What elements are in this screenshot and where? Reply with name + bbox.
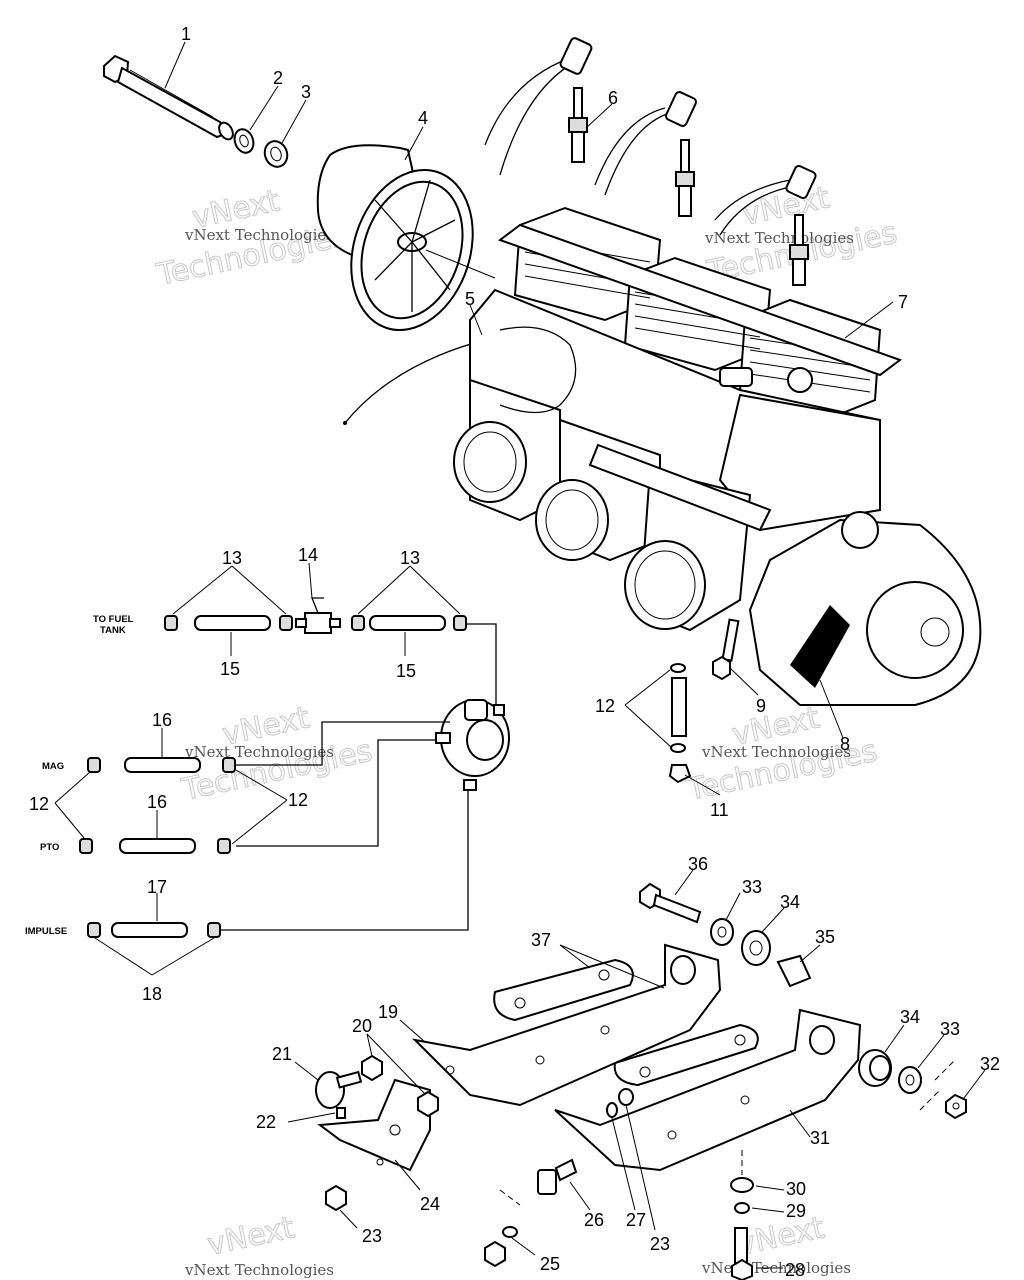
callout-label: 24 (420, 1194, 440, 1214)
bushing-part-34-lower (858, 1049, 892, 1087)
callout-label: 2 (273, 68, 283, 88)
callout-label: 19 (378, 1002, 398, 1022)
washer-part-33-upper (710, 918, 734, 946)
callout-label: 7 (898, 292, 908, 312)
watermark-big: vNext (734, 1210, 827, 1263)
callout-label: 29 (786, 1201, 806, 1221)
watermark-text: vNext Technologies (701, 743, 851, 761)
dashed-guide (919, 1089, 941, 1111)
callout-label: 13 (400, 548, 420, 568)
callout-label: 11 (710, 800, 729, 820)
callout-label: 8 (840, 734, 850, 754)
callout-label: 30 (786, 1179, 806, 1199)
mount-bracket-part-31 (554, 1008, 862, 1172)
callout-label: 23 (362, 1226, 382, 1246)
mount-bracket-part-19 (412, 943, 722, 1107)
callout-label: 32 (980, 1054, 1000, 1074)
callout-label: 12 (595, 696, 615, 716)
callout-label: 18 (142, 984, 162, 1004)
pulley-part-4 (316, 144, 496, 332)
bolt-part-28 (731, 1227, 753, 1280)
callout-label: 14 (298, 545, 318, 565)
callout-label: 35 (815, 927, 835, 947)
callout-label: 15 (220, 659, 240, 679)
callout-label: 15 (396, 661, 416, 681)
side-labels: TO FUEL TANK MAG PTO IMPULSE (25, 614, 134, 937)
recoil-housing-part-8 (748, 511, 982, 706)
nut-part-23-left (325, 1184, 347, 1212)
dashed-guide (934, 1059, 956, 1081)
watermark-text: vNext Technologies (184, 743, 334, 761)
bolt-part-1 (103, 54, 234, 141)
callout-label: 12 (288, 790, 308, 810)
callout-label: 27 (626, 1210, 646, 1230)
washer-part-3 (263, 140, 289, 168)
callout-label: 16 (152, 710, 172, 730)
callout-label: 31 (810, 1128, 830, 1148)
dashed-guide (499, 1189, 521, 1206)
callout-label: 9 (756, 696, 766, 716)
callout-label: 3 (301, 82, 311, 102)
callout-labels: 1 2 3 4 5 6 7 8 9 11 12 12 12 13 13 14 1… (29, 24, 1000, 1280)
mount-bolt-part-36 (639, 882, 702, 924)
fuel-line-section (79, 597, 510, 938)
callout-label: 26 (584, 1210, 604, 1230)
washer-part-27 (606, 1102, 618, 1118)
callout-label: 20 (352, 1016, 372, 1036)
screw-part-9 (712, 618, 740, 681)
callout-label: 25 (540, 1254, 560, 1274)
to-fuel-tank-label: TANK (100, 625, 126, 636)
callout-label: 4 (418, 108, 428, 128)
watermark-text: vNext Technologies (184, 226, 334, 244)
callout-label: 23 (650, 1234, 670, 1254)
washer-part-25 (484, 1226, 518, 1268)
washer-part-2 (233, 128, 255, 154)
callout-label: 33 (742, 877, 762, 897)
watermark-big: vNext (204, 1210, 297, 1263)
callout-label: 21 (272, 1044, 292, 1064)
pto-label: PTO (40, 842, 59, 853)
spacer-part-11 (668, 663, 692, 784)
mag-label: MAG (42, 761, 64, 772)
callout-label: 34 (900, 1007, 920, 1027)
callout-label: 6 (608, 88, 618, 108)
callout-label: 22 (256, 1112, 276, 1132)
callout-label: 16 (147, 792, 167, 812)
callout-label: 5 (465, 289, 475, 309)
callout-label: 1 (181, 24, 191, 44)
washer-part-29 (734, 1202, 750, 1214)
watermark-text: vNext Technologies (184, 1261, 334, 1279)
nut-part-23-right (618, 1088, 634, 1106)
callout-label: 17 (147, 877, 167, 897)
engine-part-7 (453, 206, 903, 632)
nut-part-20 (361, 1054, 439, 1118)
impulse-label: IMPULSE (25, 926, 67, 937)
nut-part-32 (945, 1093, 967, 1120)
watermark-text: vNext Technologies (704, 229, 854, 247)
bracket-part-37 (493, 958, 759, 1087)
callout-label: 28 (785, 1260, 805, 1280)
washer-part-30 (730, 1177, 754, 1193)
leader-lines (54, 41, 986, 1269)
to-fuel-tank-label: TO FUEL (93, 614, 134, 625)
washer-part-22 (336, 1107, 346, 1119)
bushing-part-34-upper (741, 930, 771, 966)
stud-part-26 (537, 1158, 578, 1195)
spark-plug-part-6 (568, 87, 809, 286)
callout-label: 13 (222, 548, 242, 568)
callout-label: 36 (688, 854, 708, 874)
callout-label: 12 (29, 794, 49, 814)
spark-plug-wires (484, 37, 817, 236)
stud-part-21 (315, 1070, 363, 1109)
spacer-part-35 (776, 954, 812, 988)
callout-label: 33 (940, 1019, 960, 1039)
callout-label: 37 (531, 930, 551, 950)
callout-label: 34 (780, 892, 800, 912)
washer-part-33-lower (898, 1066, 922, 1094)
